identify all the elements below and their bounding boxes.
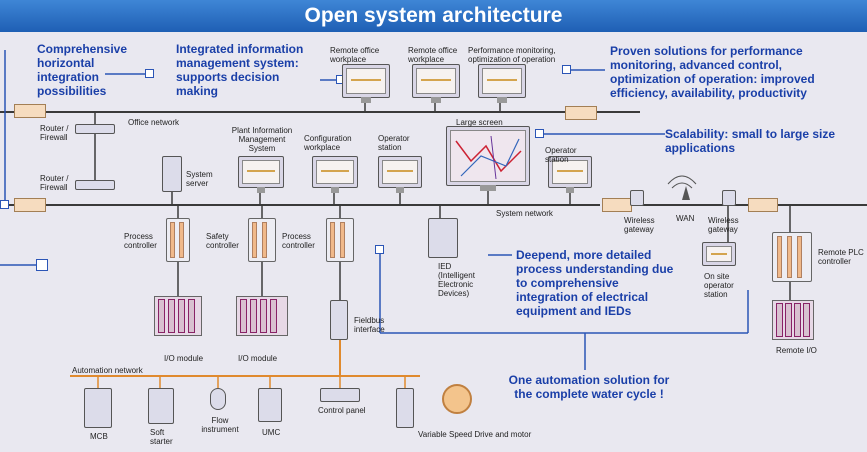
external-link-box (14, 104, 46, 118)
soft-starter-device[interactable] (148, 388, 174, 424)
wireless-gateway-2[interactable] (722, 190, 736, 206)
callout-marker (145, 69, 154, 78)
fieldbus-interface[interactable] (330, 300, 348, 340)
router-firewall-label: Router / Firewall (40, 174, 69, 192)
wireless-gateway-1[interactable] (630, 190, 644, 206)
pims-label: Plant Information Management System (231, 126, 293, 153)
io-module-label: I/O module (164, 354, 204, 363)
ied-device[interactable] (428, 218, 458, 258)
wan-label: WAN (676, 214, 695, 223)
configuration-workplace-monitor[interactable] (312, 156, 358, 193)
operator-station-label: Operator station (378, 134, 410, 152)
variable-speed-drive[interactable] (396, 388, 414, 428)
system-network-label: System network (496, 209, 553, 218)
operator-station-2-label: Operator station (545, 146, 577, 164)
large-screen-label: Large screen (456, 118, 503, 127)
router-firewall-2[interactable] (75, 180, 115, 190)
safety-controller-label: Safety controller (206, 232, 239, 250)
external-link-box (565, 106, 597, 120)
remote-plc-label: Remote PLC controller (818, 248, 864, 266)
safety-controller[interactable] (248, 218, 276, 262)
external-link-box (748, 198, 778, 212)
router-firewall-1[interactable] (75, 124, 115, 134)
process-controller-1[interactable] (166, 218, 190, 262)
office-network-label: Office network (128, 118, 179, 127)
performance-monitoring-label: Performance monitoring, optimization of … (468, 46, 556, 64)
flow-instrument-label: Flow instrument (201, 416, 239, 434)
automation-network-label: Automation network (72, 366, 143, 375)
io-module-1[interactable] (154, 296, 202, 336)
callout-marker (562, 65, 571, 74)
remote-io-rack[interactable] (772, 300, 814, 340)
page-title: Open system architecture (0, 0, 867, 32)
performance-monitoring-monitor[interactable] (478, 64, 526, 103)
control-panel-label: Control panel (318, 406, 366, 415)
callout-marker (36, 259, 48, 271)
configuration-workplace-label: Configuration workplace (304, 134, 352, 152)
motor-icon (442, 384, 472, 414)
umc-label: UMC (262, 428, 281, 437)
remote-plc-controller[interactable] (772, 232, 812, 282)
callout-marker (375, 245, 384, 254)
process-controller-2[interactable] (326, 218, 354, 262)
wireless-gateway-label: Wireless gateway (708, 216, 739, 234)
pims-monitor[interactable] (238, 156, 284, 193)
callout-marker (535, 129, 544, 138)
mcb-label: MCB (90, 432, 108, 441)
system-server[interactable] (162, 156, 182, 192)
external-link-box (602, 198, 632, 212)
on-site-operator-label: On site operator station (704, 272, 734, 299)
remote-office-label: Remote office workplace (408, 46, 458, 64)
io-module-label: I/O module (238, 354, 278, 363)
remote-io-label: Remote I/O (776, 346, 817, 355)
flow-instrument-device[interactable] (210, 388, 226, 410)
large-screen-display[interactable] (446, 126, 530, 191)
process-controller-label: Process controller (124, 232, 157, 250)
vsd-label: Variable Speed Drive and motor (418, 430, 532, 439)
remote-office-workplace-monitor[interactable] (342, 64, 390, 103)
operator-station-2-monitor[interactable] (548, 156, 592, 193)
callout-one-solution: One automation solution for the complete… (508, 373, 670, 401)
control-panel-device[interactable] (320, 388, 360, 402)
large-screen-map (455, 135, 522, 180)
remote-office-workplace-monitor[interactable] (412, 64, 460, 103)
process-controller-label: Process controller (282, 232, 315, 250)
remote-office-label: Remote office workplace (330, 46, 380, 64)
external-link-box (14, 198, 46, 212)
ied-label: IED (Intelligent Electronic Devices) (438, 262, 475, 298)
callout-marker (0, 200, 9, 209)
router-firewall-label: Router / Firewall (40, 124, 69, 142)
io-module-2[interactable] (236, 296, 288, 336)
mcb-device[interactable] (84, 388, 112, 428)
callout-scalability: Scalability: small to large size applica… (665, 127, 836, 155)
fieldbus-label: Fieldbus interface (354, 316, 385, 334)
callout-info-management: Integrated information management system… (176, 42, 304, 98)
umc-device[interactable] (258, 388, 282, 422)
callout-horizontal-integration: Comprehensive horizontal integration pos… (37, 42, 128, 98)
operator-station-monitor[interactable] (378, 156, 422, 193)
callout-proven-solutions: Proven solutions for performance monitor… (610, 44, 815, 100)
on-site-operator-station[interactable] (702, 242, 736, 266)
callout-deepend: Deepend, more detailed process understan… (516, 248, 674, 318)
wireless-gateway-label: Wireless gateway (624, 216, 655, 234)
soft-starter-label: Soft starter (150, 428, 173, 446)
system-server-label: System server (186, 170, 213, 188)
